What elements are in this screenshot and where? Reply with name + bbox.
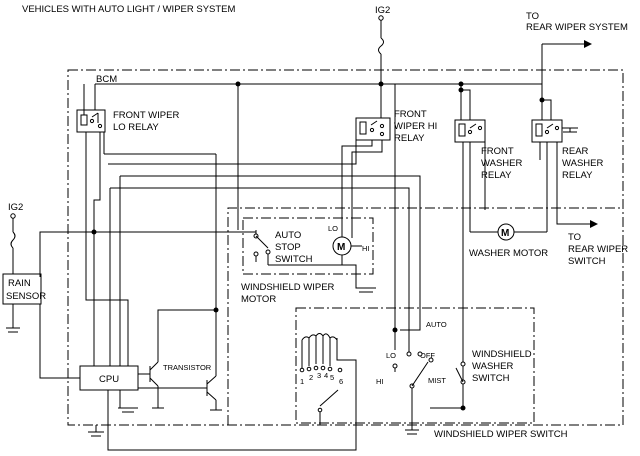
svg-text:CPU: CPU bbox=[99, 374, 119, 385]
windshield-washer-switch-label: WINDSHIELD bbox=[472, 349, 532, 360]
to-rear-wiper-switch-label: TO bbox=[568, 232, 581, 243]
int-position-5: 5 bbox=[330, 373, 334, 382]
motor-lo-label: LO bbox=[328, 224, 338, 233]
arrow-to-rear-wiper-system-icon bbox=[584, 40, 592, 48]
bcm-inner-boundary bbox=[227, 207, 623, 425]
diagram-title: VEHICLES WITH AUTO LIGHT / WIPER SYSTEM bbox=[22, 4, 236, 15]
ground-icon-rear-relay bbox=[562, 127, 578, 133]
washer-motor-label: WASHER MOTOR bbox=[469, 248, 548, 259]
ground-icon-cpu bbox=[118, 390, 138, 413]
switch-off-label: OFF bbox=[420, 351, 435, 360]
svg-text:M: M bbox=[337, 242, 345, 253]
windshield-wiper-motor: M bbox=[332, 140, 373, 266]
auto-stop-switch-label-2: STOP bbox=[275, 242, 301, 253]
windshield-washer-switch-label-2: WASHER bbox=[472, 361, 513, 372]
ig2-left-fuse bbox=[10, 213, 16, 274]
rain-sensor: RAIN SENSOR bbox=[2, 273, 46, 305]
bcm-boundary bbox=[67, 69, 624, 426]
arrow-to-rear-wiper-switch-icon bbox=[590, 220, 598, 228]
int-position-3: 3 bbox=[317, 371, 321, 380]
ground-icon-motor bbox=[356, 287, 376, 293]
ig2-top-fuse bbox=[378, 15, 384, 84]
int-position-4: 4 bbox=[324, 371, 328, 380]
front-washer-relay-label: FRONT bbox=[481, 146, 514, 157]
svg-text:RAIN: RAIN bbox=[8, 278, 31, 289]
ground-icon-switch bbox=[405, 388, 419, 435]
auto-stop-switch bbox=[253, 230, 271, 265]
svg-text:SENSOR: SENSOR bbox=[6, 291, 46, 302]
ig2-left-label: IG2 bbox=[8, 202, 23, 213]
transistor-2 bbox=[138, 154, 222, 411]
int-position-6: 6 bbox=[339, 377, 343, 386]
int-volume-resistor bbox=[107, 333, 357, 451]
front-wiper-hi-relay-label-3: RELAY bbox=[394, 133, 425, 144]
wiper-switch-boundary bbox=[295, 307, 535, 424]
windshield-wiper-motor-label: WINDSHIELD WIPER bbox=[241, 282, 335, 293]
to-rear-wiper-switch-label-3: SWITCH bbox=[568, 256, 606, 267]
ig2-top-label: IG2 bbox=[375, 5, 390, 16]
svg-text:M: M bbox=[501, 228, 509, 239]
cpu: CPU bbox=[79, 365, 139, 391]
switch-contact-hi bbox=[392, 363, 398, 369]
transistor-label: TRANSISTOR bbox=[163, 363, 212, 372]
motor-hi-label: HI bbox=[362, 244, 370, 253]
front-wiper-lo-relay-label: FRONT WIPER bbox=[113, 110, 179, 121]
front-wiper-lo-relay-label-2: LO RELAY bbox=[113, 122, 159, 133]
switch-contact-lo bbox=[406, 351, 412, 357]
to-rear-wiper-system-label: TO bbox=[526, 11, 539, 22]
switch-auto-label: AUTO bbox=[426, 320, 447, 329]
switch-hi-label: HI bbox=[376, 377, 384, 386]
rear-washer-relay-label-3: RELAY bbox=[562, 170, 593, 181]
windshield-washer-switch-label-3: SWITCH bbox=[472, 373, 510, 384]
front-washer-relay bbox=[454, 119, 486, 143]
ground-icon-rain-sensor bbox=[6, 304, 20, 333]
front-wiper-hi-relay-label: FRONT bbox=[394, 109, 427, 120]
rear-washer-relay-label: REAR bbox=[562, 146, 589, 157]
switch-contact-off bbox=[417, 351, 423, 357]
bcm-label: BCM bbox=[96, 74, 117, 85]
front-washer-relay-label-2: WASHER bbox=[481, 158, 522, 169]
to-rear-wiper-switch-label-2: REAR WIPER bbox=[568, 244, 628, 255]
front-wiper-lo-relay bbox=[76, 84, 106, 133]
int-position-2: 2 bbox=[309, 373, 313, 382]
rear-washer-relay-label-2: WASHER bbox=[562, 158, 603, 169]
front-wiper-hi-relay-label-2: WIPER HI bbox=[394, 121, 437, 132]
switch-mist-label: MIST bbox=[428, 376, 446, 385]
front-washer-relay-label-3: RELAY bbox=[481, 170, 512, 181]
windshield-wiper-switch-label: WINDSHIELD WIPER SWITCH bbox=[434, 429, 568, 440]
front-wiper-hi-relay bbox=[355, 117, 391, 141]
int-position-1: 1 bbox=[300, 377, 304, 386]
to-rear-wiper-system-label-2: REAR WIPER SYSTEM bbox=[526, 22, 628, 33]
washer-motor: M bbox=[469, 142, 548, 241]
windshield-wiper-motor-label-2: MOTOR bbox=[241, 294, 276, 305]
transistor-1 bbox=[138, 309, 216, 409]
rear-washer-relay bbox=[531, 119, 563, 143]
auto-stop-switch-label: AUTO bbox=[275, 230, 301, 241]
switch-lo-label: LO bbox=[386, 351, 396, 360]
wiper-motor-boundary bbox=[242, 217, 374, 275]
switch-contact-mist bbox=[428, 357, 434, 363]
ground-icon-bcm bbox=[88, 425, 104, 437]
auto-stop-switch-label-3: SWITCH bbox=[275, 254, 313, 265]
windshield-washer-switch bbox=[455, 350, 466, 385]
